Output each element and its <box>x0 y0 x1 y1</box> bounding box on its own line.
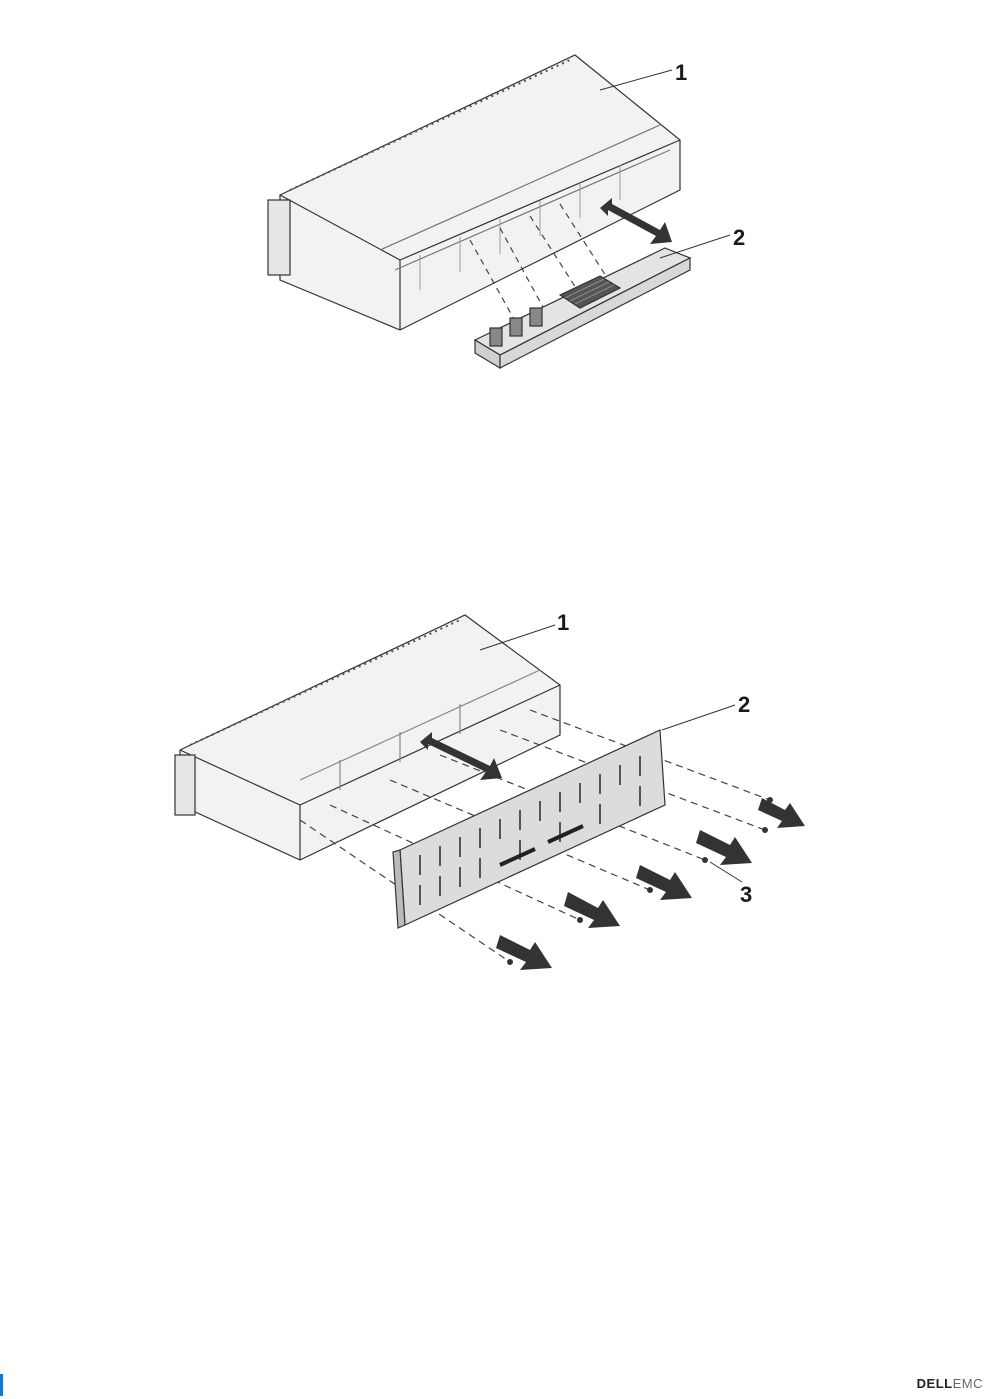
illustration-backplane: 1 2 3 <box>0 590 997 1010</box>
figure-backplane-removal: 1 2 3 <box>0 590 997 1010</box>
callout-2: 2 <box>733 225 745 250</box>
footer-accent-bar <box>0 1374 3 1396</box>
dell-emc-logo: DELLEMC <box>917 1376 983 1391</box>
figure-drive-cage-board-removal: 1 2 <box>0 30 997 370</box>
callout-1: 1 <box>675 60 687 85</box>
callout-3: 3 <box>740 882 752 907</box>
logo-emc: EMC <box>953 1376 983 1391</box>
logo-dell: DELL <box>917 1376 953 1391</box>
illustration-drive-cage-top: 1 2 <box>0 30 997 370</box>
callout-1: 1 <box>557 610 569 635</box>
callout-2: 2 <box>738 692 750 717</box>
